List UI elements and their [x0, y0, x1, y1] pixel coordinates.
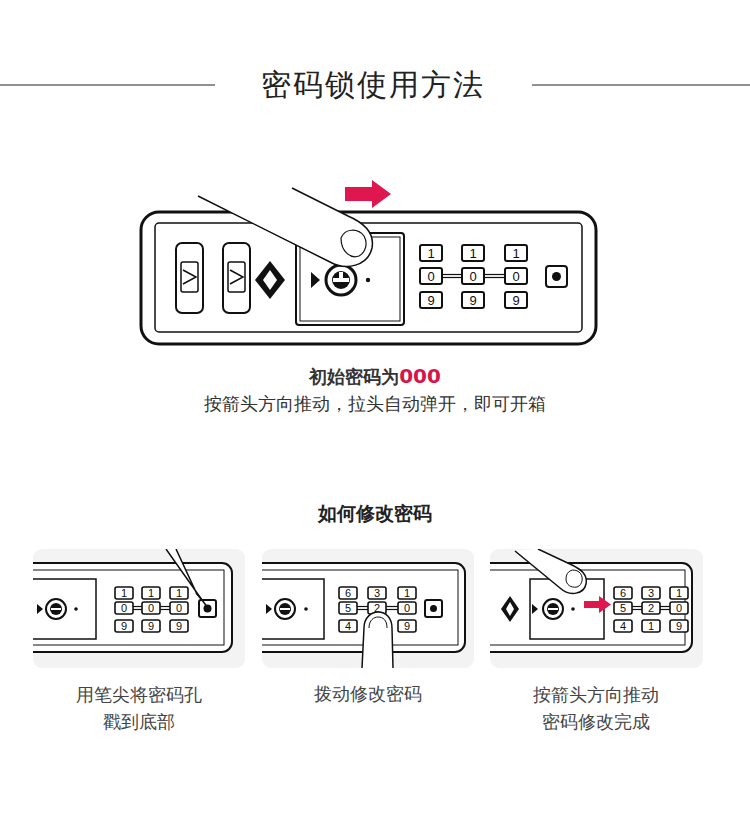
dial-link	[357, 609, 368, 610]
dial-digit: 5	[345, 603, 351, 614]
step-caption: 用笔尖将密码孔 戳到底部	[54, 681, 224, 735]
dial-digit: 1	[148, 588, 154, 599]
dial-box	[420, 292, 442, 308]
dial-digit: 6	[345, 588, 351, 599]
dial-box	[170, 587, 188, 599]
step-caption: 拨动修改密码	[314, 683, 422, 705]
dial-box	[115, 587, 133, 599]
dial-link	[160, 609, 170, 610]
dial-digit: 3	[648, 588, 654, 599]
dial-box	[339, 602, 357, 614]
dial-box	[142, 602, 160, 614]
dial-box	[170, 602, 188, 614]
dial-box	[670, 587, 688, 599]
dial-digit: 9	[427, 294, 434, 307]
dial-digit: 4	[620, 621, 626, 632]
dial-digit: 9	[176, 621, 182, 632]
dial-digit: 0	[176, 603, 182, 614]
dial-digit: 1	[176, 588, 182, 599]
dial-box	[614, 587, 632, 599]
dial-digit: 9	[676, 621, 682, 632]
dial-box	[462, 268, 484, 284]
dial-link	[484, 277, 505, 278]
dial-link	[442, 277, 462, 278]
dial-digit: 9	[148, 621, 154, 632]
dial-digit: 1	[512, 247, 519, 260]
dial-box	[398, 620, 416, 632]
dial-box	[115, 602, 133, 614]
dial-digit: 9	[512, 294, 519, 307]
dial-link	[386, 606, 398, 607]
step-caption: 按箭头方向推动 密码修改完成	[511, 681, 681, 735]
dial-digit: 0	[512, 270, 519, 283]
dial-link	[660, 606, 670, 607]
dial-digit: 0	[427, 270, 434, 283]
dial-box	[505, 245, 527, 261]
dial-box	[670, 620, 688, 632]
dial-digit: 2	[648, 603, 654, 614]
dial-link	[160, 606, 170, 607]
dial-link	[484, 274, 505, 275]
dial-digit: 0	[469, 270, 476, 283]
dial-digit: 0	[148, 603, 154, 614]
instruction-text: 按箭头方向推动，拉头自动弹开，即可开箱	[204, 393, 546, 415]
dial-digit: 0	[676, 603, 682, 614]
dial-digit: 3	[374, 588, 380, 599]
dial-box	[642, 602, 660, 614]
dial-box	[642, 620, 660, 632]
dial-box	[368, 587, 386, 599]
dial-box	[462, 292, 484, 308]
password-value: 000	[399, 364, 441, 388]
dial-box	[339, 587, 357, 599]
dial-digit: 0	[404, 603, 410, 614]
dial-box	[462, 245, 484, 261]
section-heading: 如何修改密码	[318, 502, 432, 525]
dial-box	[398, 602, 416, 614]
dial-digit: 1	[427, 247, 434, 260]
dial-link	[632, 606, 642, 607]
dial-box	[142, 587, 160, 599]
dial-box	[642, 587, 660, 599]
dial-link	[386, 609, 398, 610]
dial-box	[420, 268, 442, 284]
dial-digit: 4	[345, 621, 351, 632]
dial-box	[170, 620, 188, 632]
dial-digit: 2	[374, 603, 380, 614]
dial-box	[142, 620, 160, 632]
dial-box	[614, 620, 632, 632]
dial-link	[133, 609, 142, 610]
dial-link	[442, 274, 462, 275]
dial-digit: 9	[121, 621, 127, 632]
dial-box	[420, 245, 442, 261]
dial-digit: 6	[620, 588, 626, 599]
dial-box	[339, 620, 357, 632]
dial-digit: 0	[121, 603, 127, 614]
dial-box	[505, 292, 527, 308]
dial-digit: 5	[620, 603, 626, 614]
dial-link	[133, 606, 142, 607]
dial-link	[632, 609, 642, 610]
dial-box	[115, 620, 133, 632]
dial-link	[660, 609, 670, 610]
dial-box	[670, 602, 688, 614]
dial-box	[505, 268, 527, 284]
dial-digit: 1	[469, 247, 476, 260]
dial-digit: 1	[676, 588, 682, 599]
dial-digit: 1	[404, 588, 410, 599]
page-title: 密码锁使用方法	[261, 67, 485, 103]
dial-digit: 9	[469, 294, 476, 307]
dial-digit: 9	[404, 621, 410, 632]
dial-box	[614, 602, 632, 614]
dial-digit: 1	[648, 621, 654, 632]
dial-box	[398, 587, 416, 599]
dial-digit: 1	[121, 588, 127, 599]
dial-link	[357, 606, 368, 607]
note-text: 初始密码为	[309, 366, 399, 388]
